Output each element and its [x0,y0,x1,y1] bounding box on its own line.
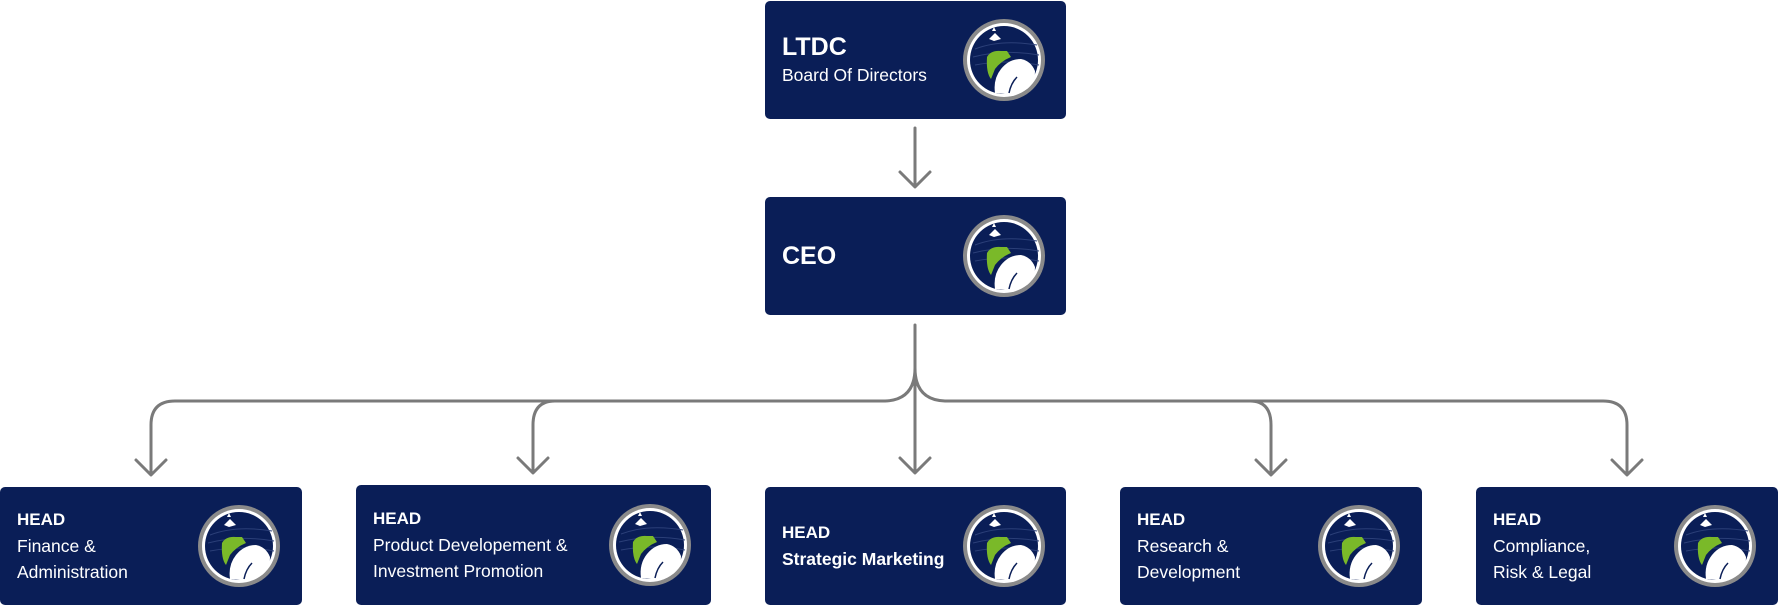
node-head-product-development[interactable]: HEAD Product Developement & Investment P… [356,485,711,605]
ltdc-horse-emblem-icon [961,17,1047,103]
node-subtitle-line1: Product Developement & [373,535,568,555]
node-text: CEO [782,241,836,271]
node-title: HEAD [1493,510,1542,529]
node-board-of-directors[interactable]: LTDC Board Of Directors [765,1,1066,119]
node-text: HEAD Research & Development [1137,507,1240,585]
node-text: HEAD Finance & Administration [17,507,128,585]
node-title: CEO [782,242,837,270]
node-subtitle-line1: Research & [1137,536,1229,556]
ltdc-horse-emblem-icon [1316,503,1402,589]
node-title: HEAD [373,509,422,528]
node-text: LTDC Board Of Directors [782,32,927,88]
node-ceo[interactable]: CEO [765,197,1066,315]
node-title: HEAD [17,510,66,529]
ltdc-horse-emblem-icon [196,503,282,589]
node-title: HEAD [782,523,831,542]
node-text: HEAD Strategic Marketing [782,520,944,572]
ltdc-horse-emblem-icon [961,503,1047,589]
ltdc-horse-emblem-icon [961,213,1047,299]
connector-right-branch [913,366,1629,476]
connector-left-branch [149,366,917,476]
node-subtitle-line2: Investment Promotion [373,561,544,581]
node-subtitle-line2: Risk & Legal [1493,562,1592,582]
node-subtitle-line1: Compliance, [1493,536,1591,556]
node-subtitle-line2: Administration [17,562,128,582]
arrowhead-strategic-marketing [898,456,932,475]
node-head-research-development[interactable]: HEAD Research & Development [1120,487,1422,605]
connector-research [1248,399,1273,476]
node-title: HEAD [1137,510,1186,529]
arrowhead-compliance [1610,458,1644,477]
arrowhead-product-dev [516,456,550,475]
node-title: LTDC [782,33,847,61]
ltdc-horse-emblem-icon [1672,503,1758,589]
arrowhead-finance [134,458,168,477]
node-subtitle-line1: Strategic Marketing [782,549,945,569]
node-subtitle: Board Of Directors [782,65,927,85]
node-head-finance[interactable]: HEAD Finance & Administration [0,487,302,605]
arrowhead-research [1254,458,1288,477]
connector-product-dev [531,399,557,474]
arrowhead-ceo [898,170,932,189]
node-head-compliance[interactable]: HEAD Compliance, Risk & Legal [1476,487,1778,605]
ltdc-horse-emblem-icon [607,502,693,588]
node-text: HEAD Compliance, Risk & Legal [1493,507,1591,585]
node-subtitle-line1: Finance & [17,536,96,556]
node-text: HEAD Product Developement & Investment P… [373,506,568,584]
node-subtitle-line2: Development [1137,562,1241,582]
node-head-strategic-marketing[interactable]: HEAD Strategic Marketing [765,487,1066,605]
